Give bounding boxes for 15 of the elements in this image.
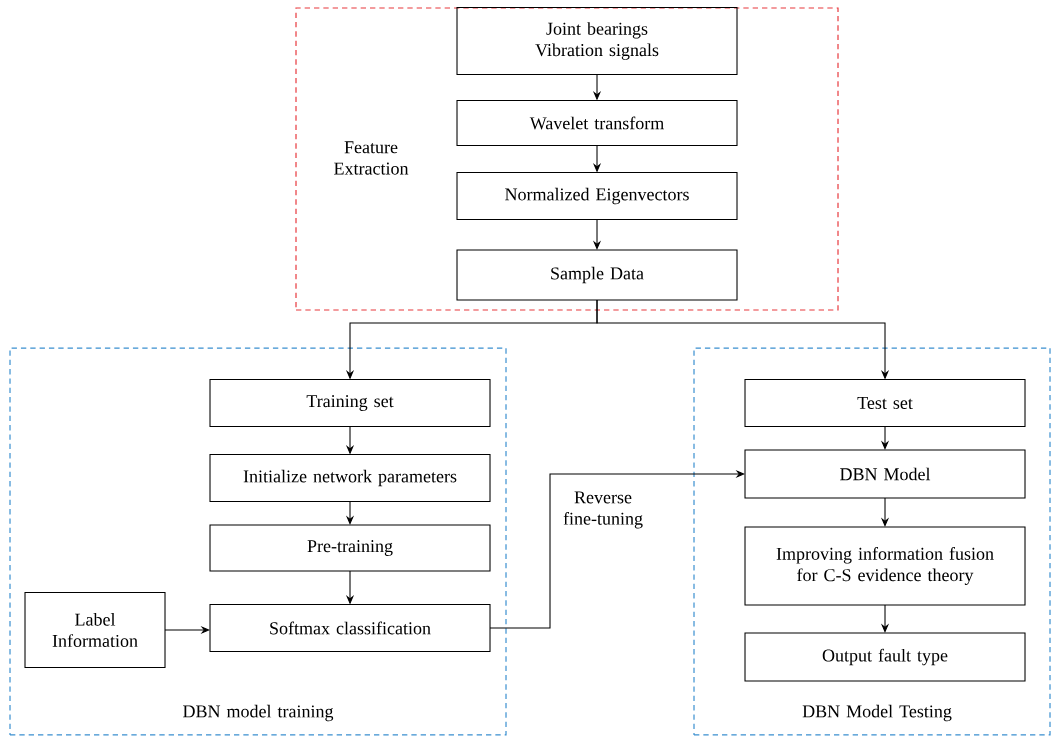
process-box: Pre-training	[209, 524, 491, 572]
process-box: Sample Data	[456, 249, 738, 301]
process-box: Label Information	[24, 592, 166, 668]
process-box: Improving information fusion for C-S evidence theory	[744, 526, 1026, 606]
process-box: Test set	[744, 379, 1026, 427]
edge-label: Reverse fine-tuning	[553, 490, 653, 530]
process-box: DBN Model	[744, 449, 1026, 499]
arrow	[489, 469, 745, 629]
process-box: Softmax classification	[209, 604, 491, 652]
process-box: Initialize network parameters	[209, 454, 491, 502]
process-box: Wavelet transform	[456, 99, 738, 147]
process-box: Training set	[209, 379, 491, 427]
process-box: Joint bearings Vibration signals	[456, 7, 738, 75]
process-box: Normalized Eigenvectors	[456, 172, 738, 220]
process-box: Output fault type	[744, 632, 1026, 682]
